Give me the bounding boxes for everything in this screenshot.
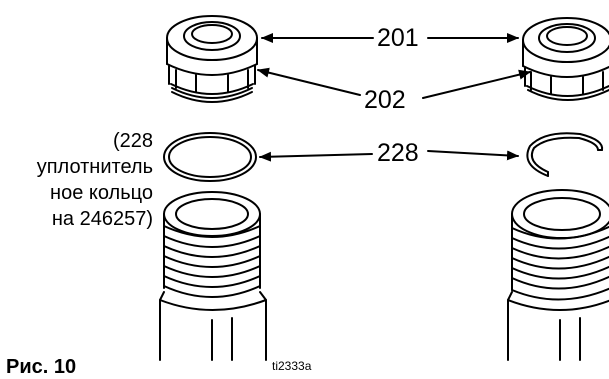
o-ring-note: (228 уплотнитель ное кольцо на 246257) [37, 128, 153, 232]
leader-lines [257, 33, 531, 162]
leader-228-left [259, 151, 373, 162]
note-line-4: на 246257) [51, 208, 153, 230]
callout-228: 228 [377, 139, 419, 167]
leader-228-right [427, 150, 519, 161]
callout-202: 202 [364, 86, 406, 114]
drawing-code: ti2333a [272, 359, 312, 373]
leader-202-left [257, 67, 361, 96]
callout-201: 201 [377, 24, 419, 52]
leader-202-right [422, 69, 531, 99]
note-line-3: ное кольцо [50, 182, 153, 204]
note-line-2: уплотнитель [36, 156, 153, 178]
left-pump-throat [159, 191, 267, 361]
note-line-1: (228 [112, 130, 153, 152]
right-pump-throat [507, 189, 609, 361]
figure-label: Рис. 10 [6, 356, 77, 378]
right-packing-nut [522, 17, 609, 101]
right-split-ring [526, 132, 604, 177]
left-packing-nut [166, 15, 258, 103]
left-o-ring [163, 132, 257, 182]
